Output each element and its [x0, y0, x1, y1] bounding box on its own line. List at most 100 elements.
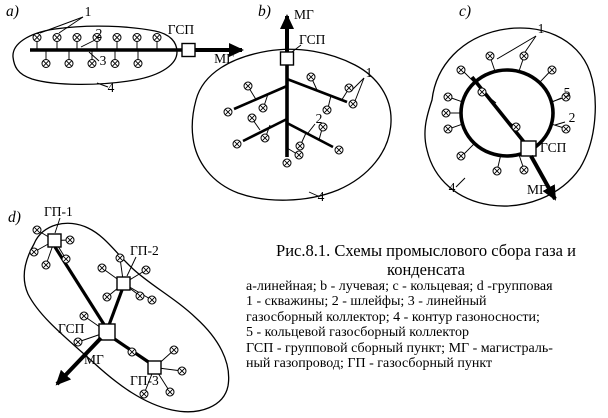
- callout-line: [126, 256, 137, 277]
- label-collector-a: 3: [100, 53, 107, 68]
- mg-pipeline-arrow-c: [529, 155, 557, 201]
- well-icon: [322, 105, 332, 115]
- well-icon: [169, 345, 179, 355]
- well-icon: [477, 87, 487, 97]
- scheme-b-radial: b) МГ ГСП 1 2 4: [191, 3, 392, 204]
- branch-b4: [286, 121, 334, 149]
- well-icon: [519, 51, 529, 61]
- gas-contour-c: [424, 27, 596, 207]
- well-icon: [72, 33, 82, 42]
- callout-line: [496, 35, 537, 60]
- well-icon: [456, 151, 466, 161]
- label-flowline-c: 2: [569, 110, 576, 125]
- well-icon: [519, 165, 529, 175]
- well-icon: [127, 347, 137, 357]
- gsp-label-c: ГСП: [540, 140, 567, 155]
- wells-b: [223, 72, 358, 168]
- well-icon: [64, 59, 74, 68]
- well-icon: [247, 113, 257, 123]
- well-icon: [443, 124, 453, 134]
- gp2-label: ГП-2: [130, 243, 159, 258]
- caption-legend-5: 5 - кольцевой газосборный коллектор: [246, 325, 469, 341]
- callout-line: [351, 77, 365, 91]
- flowline: [484, 93, 497, 104]
- flowline: [462, 70, 475, 83]
- well-icon: [141, 265, 151, 275]
- gsp-box-c: [520, 140, 537, 157]
- gsp-box-d: [98, 323, 116, 341]
- label-contour-a: 4: [108, 80, 115, 95]
- well-icon: [232, 139, 242, 149]
- well-icon: [132, 33, 142, 42]
- callout-line: [54, 217, 61, 234]
- well-icon: [135, 291, 145, 301]
- callouts-b: [307, 77, 365, 197]
- callout-line: [308, 191, 319, 197]
- label-wells-a: 1: [85, 4, 92, 19]
- branch-b1: [233, 84, 288, 111]
- caption-legend-schemes: a-линейная; b - лучевая; c - кольцевая; …: [246, 279, 553, 294]
- well-icon: [73, 337, 83, 347]
- callout-line: [80, 39, 96, 48]
- gp1-box: [47, 233, 62, 248]
- caption: Рис.8.1. Схемы промыслового сбора газа и…: [244, 241, 608, 371]
- well-icon: [344, 83, 354, 93]
- well-icon: [561, 124, 571, 134]
- well-icon: [243, 81, 253, 91]
- panel-tag-a: a): [6, 3, 19, 20]
- label-wells-c: 1: [538, 21, 545, 36]
- well-icon: [511, 122, 521, 132]
- mg-pipeline-arrow-d: [55, 336, 103, 386]
- caption-legend-gsp-mg: ГСП - групповой сборный пункт; МГ - маги…: [246, 340, 553, 356]
- scheme-c-ring: c) 1 5 2 ГСП МГ 4: [424, 3, 596, 207]
- well-icon: [97, 263, 107, 273]
- well-icon: [87, 59, 97, 68]
- well-icon: [32, 33, 42, 42]
- diagonal-collector-c: [470, 75, 530, 149]
- well-icon: [41, 260, 51, 270]
- well-icon: [32, 225, 42, 235]
- panel-tag-c: c): [459, 3, 471, 20]
- well-icon: [61, 254, 71, 264]
- gp1-label: ГП-1: [44, 204, 73, 219]
- gas-contour-b: [191, 48, 392, 201]
- flowlines-a: [36, 41, 158, 60]
- well-icon: [110, 59, 120, 68]
- well-icon: [294, 150, 304, 160]
- callout-line: [549, 97, 562, 104]
- well-icon: [295, 141, 305, 151]
- callout-line: [88, 51, 100, 62]
- well-icon: [29, 247, 39, 257]
- gp3-label: ГП-3: [130, 373, 159, 388]
- caption-title-line2: конденсата: [387, 260, 465, 279]
- branch-b2: [286, 77, 348, 104]
- label-contour-c: 4: [449, 180, 456, 195]
- label-flowline-b: 2: [316, 111, 323, 126]
- well-icon: [133, 59, 143, 68]
- label-contour-b: 4: [318, 189, 325, 204]
- label-flowline-a: 2: [96, 26, 103, 41]
- callout-line: [554, 121, 566, 126]
- callouts-d: [54, 217, 137, 277]
- mg-label-a: МГ: [214, 51, 234, 66]
- callouts-a: [39, 16, 109, 88]
- callout-line: [455, 177, 466, 188]
- panel-tag-d: d): [8, 209, 21, 226]
- label-wells-b: 1: [366, 65, 373, 80]
- panel-tag-b: b): [258, 3, 271, 20]
- gsp-box-a: [181, 42, 196, 58]
- flowline: [462, 143, 475, 156]
- gsp-label-b: ГСП: [299, 32, 326, 47]
- callout-line: [39, 16, 84, 34]
- gsp-box-b: [279, 51, 295, 66]
- well-icon: [441, 108, 451, 118]
- well-icon: [306, 72, 316, 82]
- callout-line: [307, 123, 316, 134]
- well-icon: [282, 158, 292, 168]
- mg-label-c: МГ: [527, 182, 547, 197]
- well-icon: [52, 33, 62, 42]
- pipe-gp2-gsp: [107, 289, 124, 326]
- well-icon: [443, 92, 453, 102]
- well-icon: [492, 166, 502, 176]
